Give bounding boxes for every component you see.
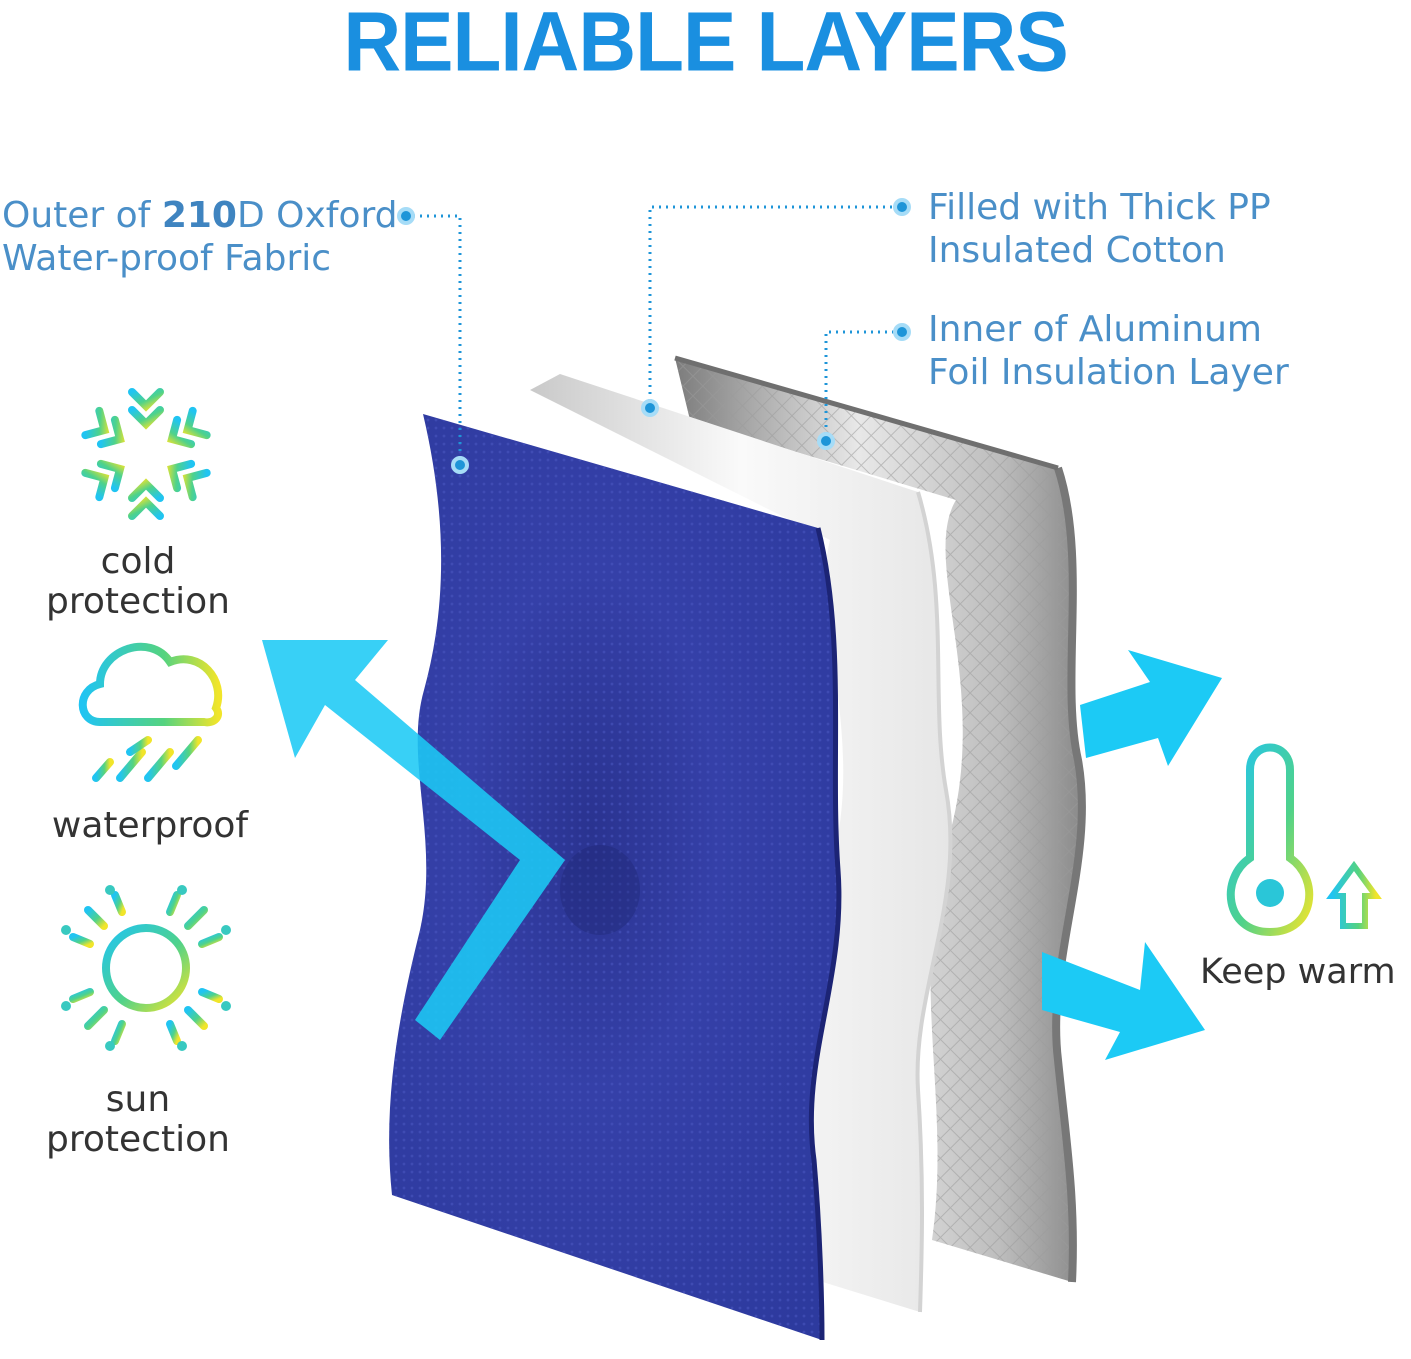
foil-layer	[674, 355, 1086, 1283]
snowflake-icon	[73, 374, 219, 530]
thermometer-bulb	[1256, 879, 1284, 907]
warm-label-line1: Keep warm	[1200, 952, 1396, 992]
sun-protection-label: sun protection	[28, 1080, 248, 1160]
waterproof-label: waterproof	[30, 806, 270, 846]
rain-cloud-icon	[78, 642, 223, 782]
left-outward-arrow	[262, 640, 565, 1040]
inner-label-line1: Inner of Aluminum	[928, 309, 1263, 350]
outer-layer-label: Outer of 210D Oxford Water-proof Fabric	[2, 194, 398, 280]
page-title: RELIABLE LAYERS	[343, 0, 1068, 89]
outer-label-prefix: Outer of	[2, 195, 162, 236]
leader-lines	[406, 205, 902, 465]
waterproof-label-line1: waterproof	[51, 805, 249, 846]
middle-label-line2: Insulated Cotton	[928, 230, 1226, 271]
sun-dots	[61, 885, 231, 1051]
sun-label-line2: protection	[46, 1119, 230, 1160]
cold-protection-label: cold protection	[28, 542, 248, 622]
cold-label-line2: protection	[46, 581, 230, 622]
sun-icon	[58, 880, 234, 1056]
sun-label-line1: sun	[105, 1079, 171, 1120]
outer-label-bold: 210	[161, 195, 237, 236]
right-warm-arrows	[1042, 650, 1222, 1060]
thermometer-icon	[1226, 743, 1314, 937]
outer-label-line2: Water-proof Fabric	[2, 238, 332, 279]
keep-warm-label: Keep warm	[1200, 952, 1410, 992]
heat-lines-icon	[1326, 760, 1382, 929]
leader-dots	[397, 198, 911, 474]
inner-label-line2: Foil Insulation Layer	[928, 352, 1289, 393]
inner-layer-label: Inner of Aluminum Foil Insulation Layer	[928, 308, 1289, 394]
middle-layer-label: Filled with Thick PP Insulated Cotton	[928, 186, 1271, 272]
outer-label-suffix: D Oxford	[236, 195, 398, 236]
middle-label-line1: Filled with Thick PP	[928, 187, 1271, 228]
cold-label-line1: cold	[100, 541, 176, 582]
cotton-layer	[530, 374, 953, 1313]
outer-fabric-layer	[389, 414, 842, 1341]
